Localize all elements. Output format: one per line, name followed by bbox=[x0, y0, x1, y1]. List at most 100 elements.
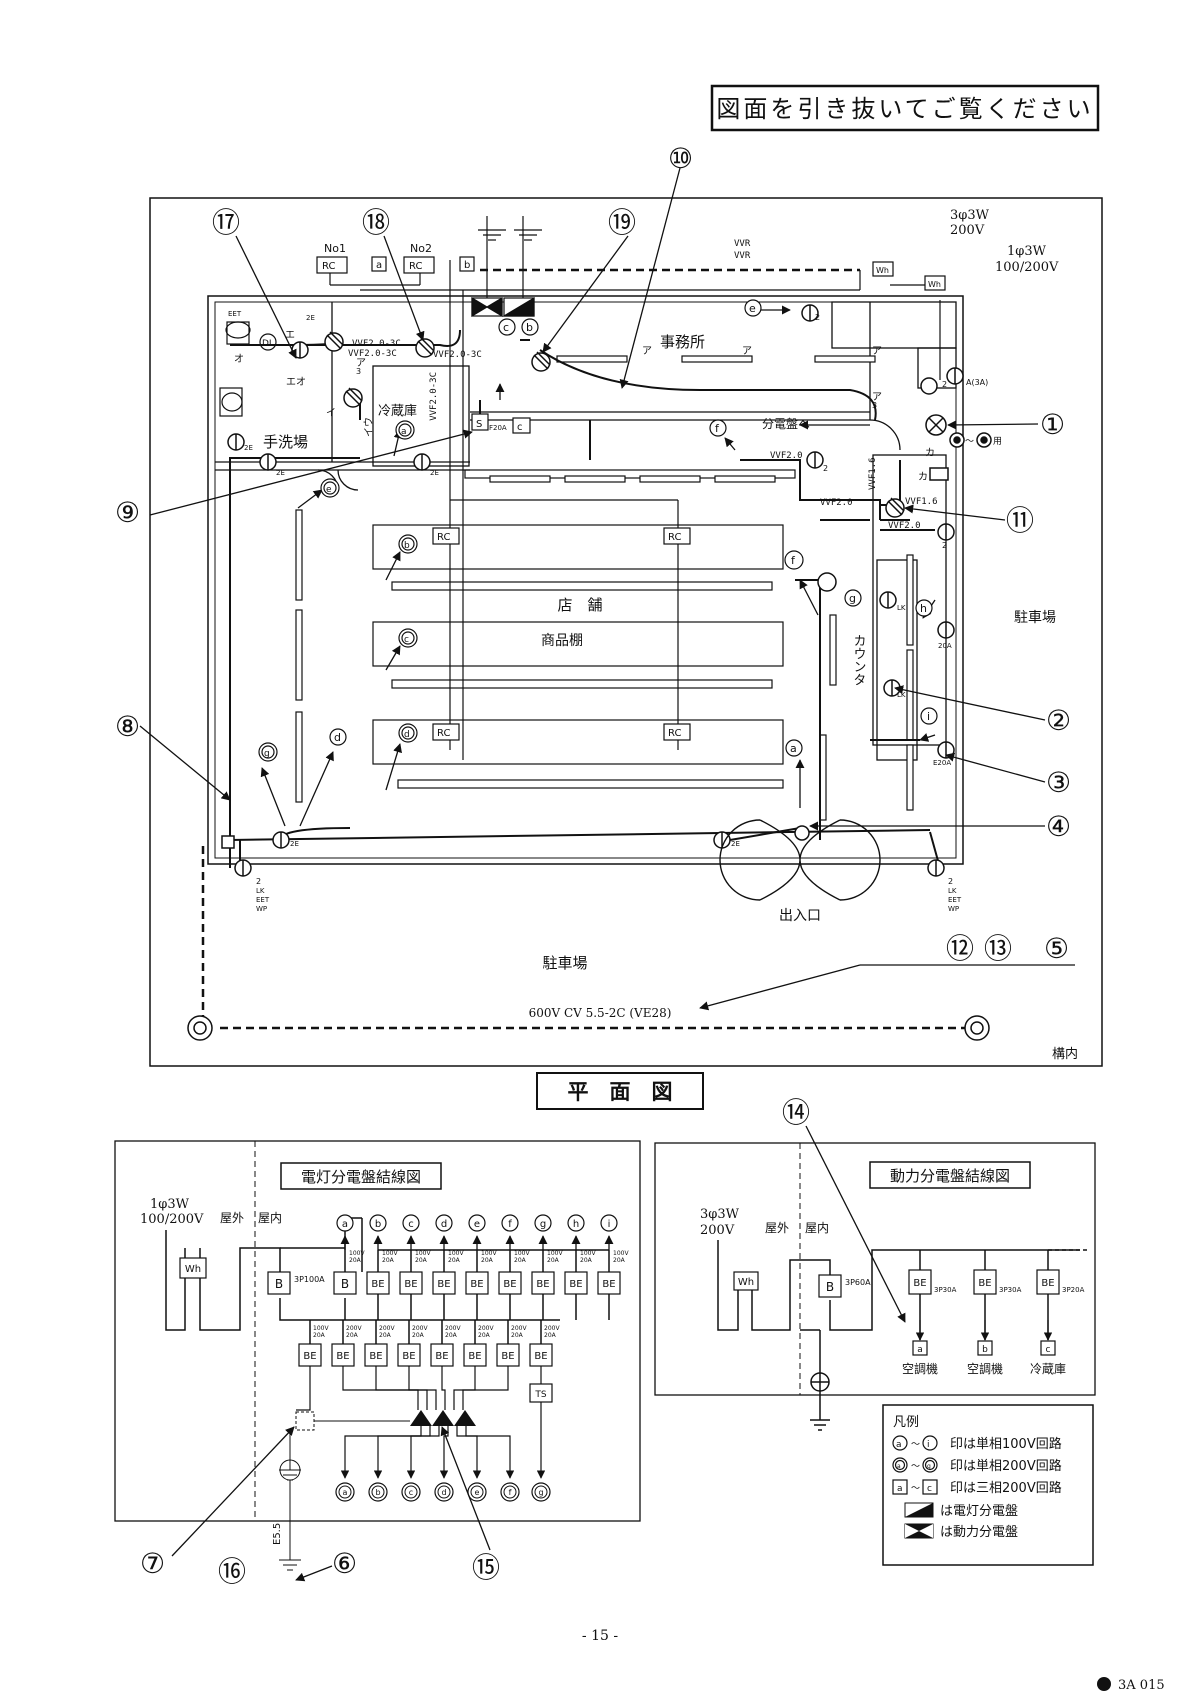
lp-bottom-circuit-label: c bbox=[409, 1488, 413, 1497]
tag-h: h bbox=[920, 602, 927, 615]
mark-two-5: 2 bbox=[942, 541, 947, 550]
footer: - 15 - 3A 015 bbox=[582, 1628, 1165, 1693]
lp-bottom-rating-a: 20A bbox=[379, 1332, 392, 1339]
mark-lk-3: LK bbox=[256, 887, 265, 895]
tag-d2: d bbox=[404, 730, 410, 740]
lp-top-circuit-mark bbox=[567, 1214, 585, 1232]
lp-top-circuit-mark bbox=[369, 1214, 387, 1232]
lp-top-rating-a: 20A bbox=[382, 1257, 395, 1264]
lp-bottom-rating-v: 200V bbox=[511, 1325, 527, 1332]
callout-2: ② bbox=[1046, 704, 1071, 737]
room-parking-south: 駐車場 bbox=[542, 954, 587, 972]
lp-top-rating-v: 100V bbox=[547, 1250, 563, 1257]
callout-numbers: ⑩ ⑰ ⑱ ⑲ ① ⑨ ⑪ ② ⑧ ③ ④ ⑫ ⑬ ⑤ bbox=[115, 142, 1071, 965]
lp-top-circuit-label: h bbox=[573, 1219, 579, 1230]
power-panel-static: 動力分電盤結線図 3φ3W 200V 屋外 屋内 Wh B 3P60A bbox=[700, 1167, 1080, 1431]
mark-lk-2: LK bbox=[897, 691, 906, 699]
supply-3p-1: 3φ3W bbox=[950, 208, 990, 223]
lp-top-breaker-label: BE bbox=[404, 1279, 417, 1290]
rc-no1: No1 bbox=[324, 242, 346, 255]
cable-underground: 600V CV 5.5-2C (VE28) bbox=[529, 1006, 672, 1020]
lp-top-rating-a: 20A bbox=[349, 1257, 362, 1264]
lp-top-circuit-label: d bbox=[441, 1219, 447, 1230]
lp-bottom-rating-v: 200V bbox=[445, 1325, 461, 1332]
kana-eo: エオ bbox=[286, 376, 306, 388]
lp-bottom-rating-a: 20A bbox=[412, 1332, 425, 1339]
entrance-doors bbox=[719, 819, 881, 901]
callout-19: ⑲ bbox=[608, 206, 636, 239]
pp-wh: Wh bbox=[738, 1277, 754, 1288]
lp-bottom-breaker-label: BE bbox=[303, 1351, 316, 1362]
mark-yo: 用 bbox=[993, 436, 1002, 447]
legend-tilde2: 〜 bbox=[911, 1462, 920, 1472]
cable-vvf-3c-c: VVF2.0-3C bbox=[348, 349, 397, 359]
washroom-fixtures: DL bbox=[219, 321, 277, 417]
bottom-callouts: ⑭ ⑦ ⑮ ⑯ ⑥ bbox=[140, 1096, 810, 1588]
lp-bottom-breaker-label: BE bbox=[501, 1351, 514, 1362]
lp-top-rating-v: 100V bbox=[382, 1250, 398, 1257]
power-panel-frame bbox=[654, 1142, 1096, 1396]
pp-supply-2: 200V bbox=[700, 1223, 735, 1238]
cable-vvr-2: VVR bbox=[734, 251, 751, 261]
legend-a3: a bbox=[897, 1484, 903, 1494]
mark-20a: 20A bbox=[938, 642, 952, 650]
lp-top-circuit-label: c bbox=[408, 1219, 414, 1230]
lp-bottom-circuit-label: g bbox=[538, 1488, 543, 1497]
pp-branch-circuit-box bbox=[977, 1340, 993, 1356]
page-number: - 15 - bbox=[582, 1628, 618, 1644]
pp-branch-breaker-label: BE bbox=[913, 1278, 926, 1289]
mark-two-2: 2 bbox=[948, 877, 953, 886]
lp-top-circuit-mark bbox=[501, 1214, 519, 1232]
tag-e: e bbox=[749, 302, 756, 315]
yard-label: 構内 bbox=[1052, 1046, 1078, 1062]
s-switch: S bbox=[476, 419, 482, 430]
lp-bottom-rating-v: 100V bbox=[313, 1325, 329, 1332]
pp-branch-load: 冷蔵庫 bbox=[1030, 1362, 1066, 1376]
room-shelf: 商品棚 bbox=[541, 633, 583, 649]
supply-3p-2: 200V bbox=[950, 223, 985, 238]
cable-vvf16-a: VVF1.6 bbox=[868, 457, 878, 490]
lp-bottom-rating-a: 20A bbox=[478, 1332, 491, 1339]
callout-3: ③ bbox=[1046, 766, 1071, 799]
pp-branch-breaker bbox=[1036, 1269, 1060, 1295]
callout-6: ⑥ bbox=[332, 1547, 357, 1580]
lp-bottom-circuit-label: d bbox=[441, 1488, 446, 1497]
callout-4: ④ bbox=[1046, 810, 1071, 843]
lp-ground: E5.5 bbox=[272, 1523, 283, 1545]
callout-5: ⑤ bbox=[1044, 932, 1069, 965]
mark-eet-1: EET bbox=[228, 310, 242, 318]
room-store: 店 舗 bbox=[557, 596, 602, 614]
lp-inside: 屋内 bbox=[258, 1211, 282, 1225]
cable-vvf16-b: VVF1.6 bbox=[905, 497, 938, 507]
lp-bottom-breaker-label: BE bbox=[534, 1351, 547, 1362]
lp-bottom-breaker-label: BE bbox=[402, 1351, 415, 1362]
lp-bottom-rating-a: 20A bbox=[313, 1332, 326, 1339]
lp-top-circuit-label: f bbox=[508, 1219, 512, 1230]
legend-row1: 印は単相100V回路 bbox=[950, 1436, 1062, 1452]
lp-bottom-rating-a: 20A bbox=[544, 1332, 557, 1339]
mark-two-4: 2 bbox=[823, 464, 828, 473]
mark-f20a: F20A bbox=[489, 424, 507, 432]
lp-supply-2: 100/200V bbox=[140, 1212, 204, 1227]
rc-box-5: RC bbox=[437, 728, 450, 739]
c-box: c bbox=[517, 422, 523, 433]
mark-two-6: 2 bbox=[942, 380, 947, 389]
lp-top-rating-a: 20A bbox=[415, 1257, 428, 1264]
lp-top-rating-a: 20A bbox=[448, 1257, 461, 1264]
underground-cable bbox=[201, 268, 975, 1030]
lp-top-breaker-label: BE bbox=[536, 1279, 549, 1290]
counter-c1: カウンタ bbox=[851, 634, 866, 686]
pp-branch-circuit-label: b bbox=[982, 1345, 988, 1355]
legend-row2: 印は単相200V回路 bbox=[950, 1458, 1062, 1474]
mark-eet-2: EET bbox=[256, 896, 270, 904]
callout-9: ⑨ bbox=[115, 496, 140, 529]
legend-row4: は電灯分電盤 bbox=[940, 1504, 1018, 1519]
lp-top-breaker-label: BE bbox=[437, 1279, 450, 1290]
room-wash: 手洗場 bbox=[263, 433, 308, 451]
legend-tilde3: 〜 bbox=[911, 1484, 920, 1494]
pp-branch-load: 空調機 bbox=[902, 1361, 938, 1376]
light-panel-lines bbox=[165, 1217, 560, 1331]
lp-top-circuit-mark bbox=[402, 1214, 420, 1232]
wh-2: Wh bbox=[928, 280, 941, 289]
